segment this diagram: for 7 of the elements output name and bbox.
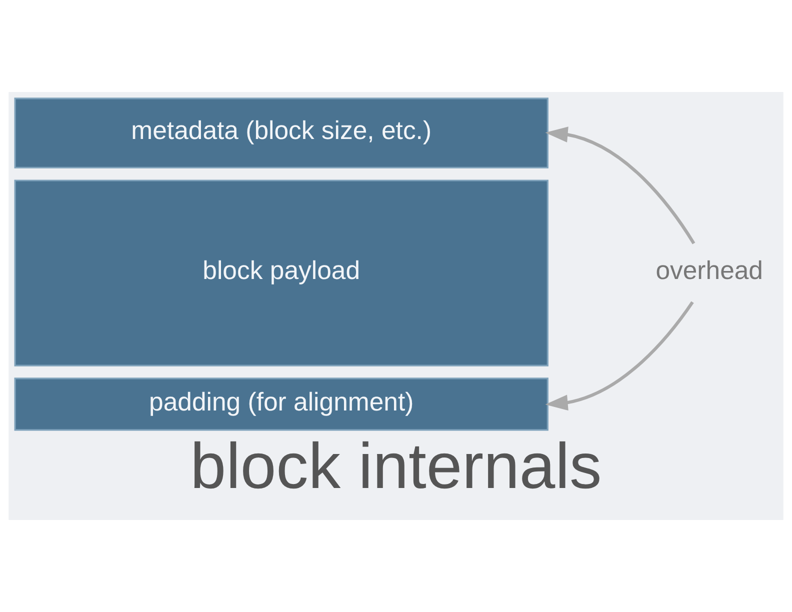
arrow: [545, 126, 696, 244]
node-box: metadata (block size, etc.): [14, 98, 548, 168]
diagram-title: block internals: [190, 430, 602, 502]
node-box: padding (for alignment): [14, 378, 548, 431]
node-box: block payload: [14, 180, 548, 366]
arrow: [545, 301, 694, 411]
node-text: overhead: [656, 257, 764, 286]
